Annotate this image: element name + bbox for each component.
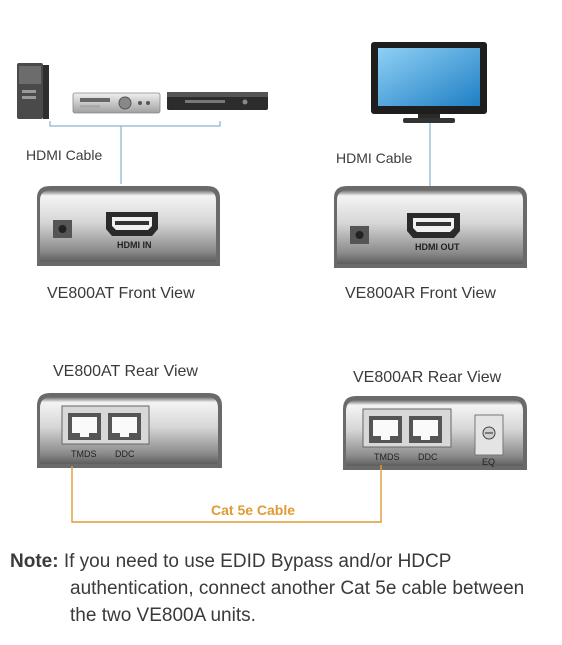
note-line-2: authentication, connect another Cat 5e c… [70,578,525,599]
monitor-icon [371,42,487,123]
eq-label: EQ [482,457,496,467]
ve800at-rear-device [37,393,222,468]
note-key: Note: [10,551,59,572]
note-line-3: the two VE800A units. [70,605,256,626]
ve800ar-front-label: VE800AR Front View [345,285,496,302]
tmds-label-at: TMDS [71,449,97,459]
note-line-1: If you need to use EDID Bypass and/or HD… [63,551,452,572]
note-block: Note: If you need to use EDID Bypass and… [10,548,555,629]
cat5e-cable-label: Cat 5e Cable [211,502,296,518]
ve800ar-rear-device [343,396,527,470]
source-bracket [49,121,221,127]
ve800ar-rear-label: VE800AR Rear View [353,369,502,386]
ve800at-rear-label: VE800AT Rear View [53,363,198,380]
ve800at-front-label: VE800AT Front View [47,285,195,302]
ddc-label-ar: DDC [418,452,438,462]
pc-tower-icon [17,63,49,119]
av-receiver-icon [72,92,161,114]
hdmi-cable-label-left: HDMI Cable [26,147,103,163]
hdmi-out-label: HDMI OUT [415,242,460,252]
hdmi-in-label: HDMI IN [117,240,152,250]
eq-dial [474,414,504,456]
cat5e-cable-line [71,465,382,523]
tmds-label-ar: TMDS [374,452,400,462]
ve800ar-front-device [334,186,527,268]
dvd-player-icon [167,92,268,110]
ve800at-front-device [37,186,220,266]
hdmi-cable-label-right: HDMI Cable [336,150,413,166]
ddc-label-at: DDC [115,449,135,459]
